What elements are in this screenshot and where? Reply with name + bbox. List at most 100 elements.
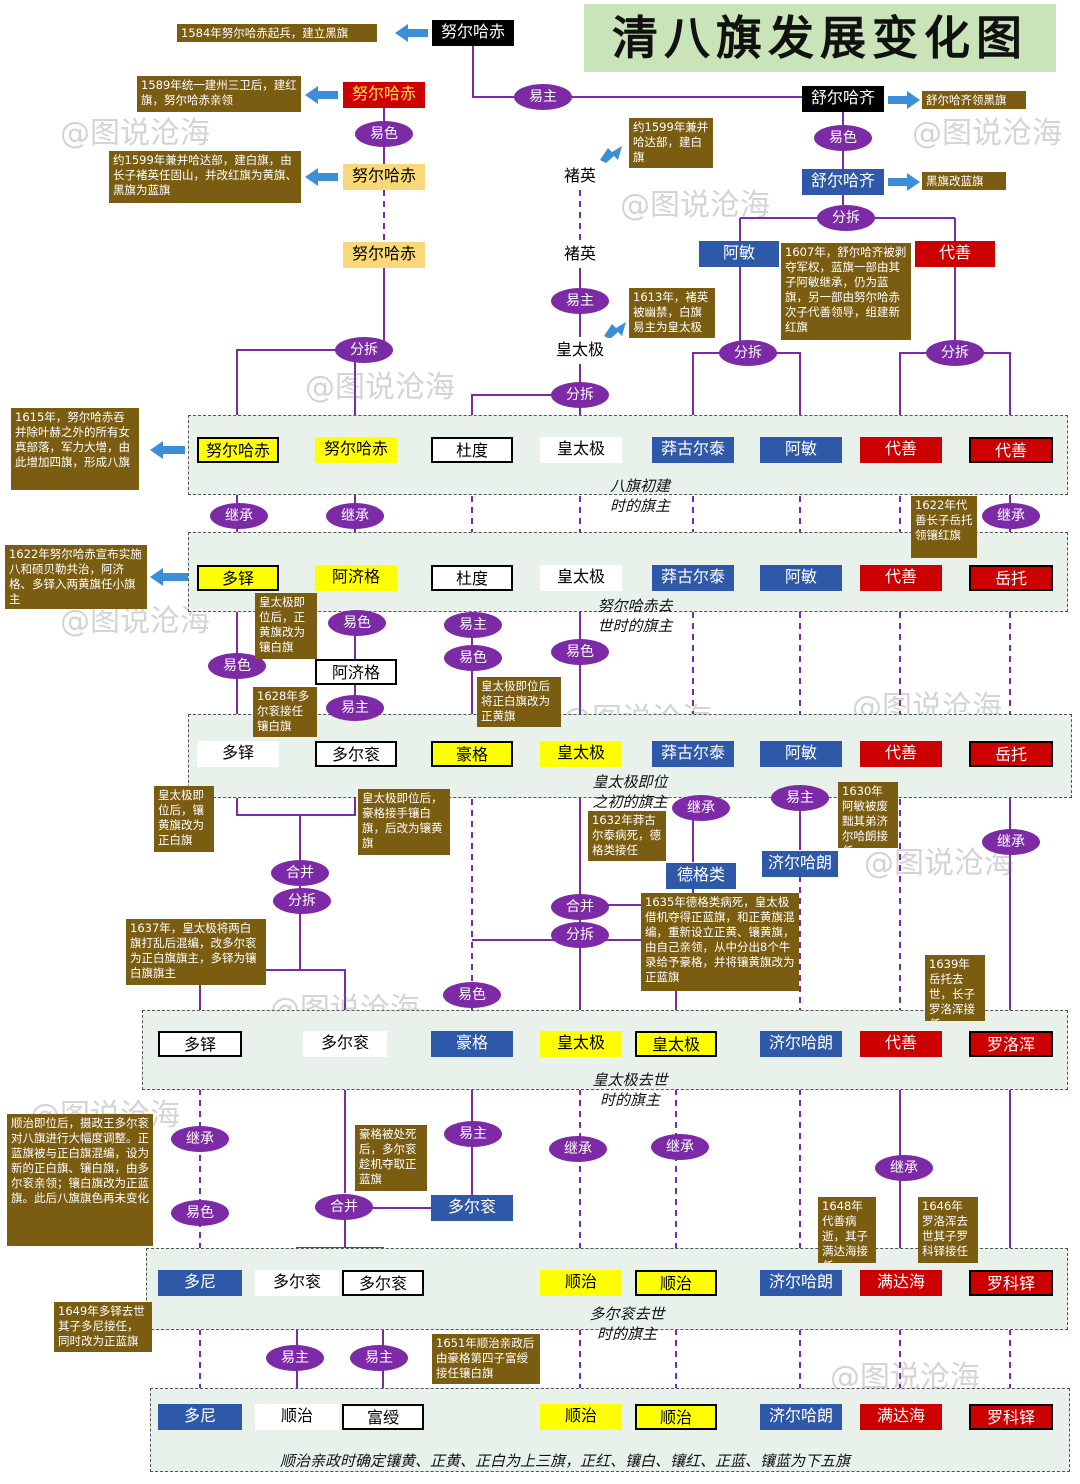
node-r1: 代善 [969,437,1053,463]
node-r2: 皇太极 [540,565,622,591]
oval-yise: 易色 [814,125,872,151]
node-nurhaci: 努尔哈赤 [343,164,425,190]
oval-fenchai: 分拆 [817,205,875,231]
node-shurhaci: 舒尔哈齐 [802,86,884,112]
page-title: 清八旗发展变化图 [584,4,1056,72]
node-r3: 多铎 [197,741,279,767]
watermark: @图说沧海 [60,116,210,151]
oval-fenchai: 分拆 [926,340,984,366]
oval-jicheng: 继承 [875,1155,933,1181]
footer-caption: 顺治亲政时确定镶黄、正黄、正白为上三旗，正红、镶白、镶红、正蓝、镶蓝为下五旗 [279,1452,850,1470]
oval-jicheng: 继承 [672,795,730,821]
oval-fenchai: 分拆 [719,340,777,366]
band-label: 八旗初建 时的旗主 [609,477,670,515]
oval-jicheng: 继承 [549,1136,607,1162]
node-r5: 顺治 [540,1270,622,1296]
oval-yizhu: 易主 [444,612,502,638]
watermark: @图说沧海 [60,604,210,639]
node-r2: 岳托 [969,565,1053,591]
node-r1: 努尔哈赤 [197,437,279,463]
node-r3: 多尔衮 [315,741,397,767]
note-shurhaci-blue: 黑旗改蓝旗 [922,172,1006,190]
oval-jicheng: 继承 [326,503,384,529]
note-1599b: 约1599年兼并哈达部，建白旗 [629,118,713,168]
node-r6: 富绶 [342,1404,424,1430]
node-r2: 多铎 [197,565,279,591]
note-htj-3: 皇太极即位后，镶黄旗改为正白旗 [154,786,214,852]
note-1615: 1615年，努尔哈赤吞并除叶赫之外的所有女真部落，军力大增，由此增加四旗，形成八… [11,408,139,490]
node-daishan: 代善 [915,241,995,267]
node-r2: 杜度 [431,565,513,591]
note-1589: 1589年统一建州三卫后，建红旗，努尔哈赤亲领 [137,76,301,112]
band-row-6 [150,1388,1070,1472]
note-1622a: 1622年代善长子岳托领镶红旗 [911,496,977,558]
watermark: @图说沧海 [305,370,455,405]
watermark: @图说沧海 [620,188,770,223]
node-r1: 莽古尔泰 [652,437,734,463]
node-nurhaci: 努尔哈赤 [432,20,514,46]
node-r5: 满达海 [860,1270,942,1296]
note-shunzhi: 顺治即位后，摄政王多尔衮对八旗进行大幅度调整。正蓝旗被与正白旗混编，设为新的正白… [7,1114,153,1246]
band-label: 皇太极去世 时的旗主 [592,1071,668,1109]
node-r6: 罗科铎 [969,1404,1053,1430]
node-r6: 济尔哈朗 [760,1404,842,1430]
node-nurhaci: 努尔哈赤 [343,82,425,108]
note-1622b: 1622年努尔哈赤宣布实施八和硕贝勒共治，阿济格、多铎入两黄旗任小旗主 [5,545,147,609]
node-r6: 多尼 [158,1404,242,1430]
oval-fenchai: 分拆 [273,888,331,914]
oval-yise: 易色 [551,639,609,665]
node-r4: 代善 [860,1031,942,1057]
node-r2: 代善 [860,565,942,591]
note-1649: 1649年多铎去世其子多尼接任，同时改为正蓝旗 [54,1302,152,1352]
node-r3: 豪格 [431,741,513,767]
oval-fenchai: 分拆 [551,382,609,408]
band-label: 多尔衮去世 时的旗主 [589,1305,665,1343]
oval-fenchai: 分拆 [335,337,393,363]
oval-jicheng: 继承 [982,829,1040,855]
oval-hebing: 合并 [315,1194,373,1220]
node-r5: 济尔哈朗 [760,1270,842,1296]
node-r6: 顺治 [635,1404,717,1430]
oval-yizhu: 易主 [350,1345,408,1371]
node-r3: 岳托 [969,741,1053,767]
oval-jicheng: 继承 [171,1126,229,1152]
node-r2: 阿敏 [760,565,842,591]
watermark: @图说沧海 [864,846,1014,881]
node-r1: 皇太极 [540,437,622,463]
node-jirhalang: 济尔哈朗 [762,851,838,877]
node-huangtaiji: 皇太极 [540,338,620,364]
node-r3: 代善 [860,741,942,767]
note-1630: 1630年阿敏被废黜其弟济尔哈朗接任 [838,782,898,848]
oval-yizhu: 易主 [551,288,609,314]
oval-yise: 易色 [444,645,502,671]
node-r4: 多尔衮 [303,1031,387,1057]
node-r3: 莽古尔泰 [652,741,734,767]
node-r1: 阿敏 [760,437,842,463]
note-1648: 1648年代善病逝，其子满达海接任 [818,1197,876,1263]
oval-jicheng: 继承 [210,503,268,529]
note-1628: 1628年多尔衮接任镶白旗 [253,687,317,737]
oval-yise: 易色 [328,610,386,636]
node-r5: 罗科铎 [969,1270,1053,1296]
node-r4: 豪格 [431,1031,513,1057]
node-r6: 顺治 [540,1404,622,1430]
node-nurhaci: 努尔哈赤 [343,242,425,268]
note-1637: 1637年，皇太极将两白旗打乱后混编，改多尔衮为正白旗旗主，多铎为镶白旗旗主 [126,919,266,985]
node-r2: 阿济格 [315,565,397,591]
note-1584: 1584年努尔哈赤起兵，建立黑旗 [177,24,377,42]
node-r1: 代善 [860,437,942,463]
oval-jicheng: 继承 [982,503,1040,529]
node-amin: 阿敏 [699,241,779,267]
oval-hebing: 合并 [551,894,609,920]
node-r4: 济尔哈朗 [760,1031,842,1057]
node-r6: 满达海 [860,1404,942,1430]
node-r2: 莽古尔泰 [652,565,734,591]
node-r6: 顺治 [255,1404,339,1430]
node-dorgon: 多尔衮 [431,1195,513,1221]
node-r5: 顺治 [635,1270,717,1296]
note-htj-4: 皇太极即位后，豪格接手镶白旗，后改为镶黄旗 [358,789,450,855]
note-htj-1: 皇太极即位后，正黄旗改为镶白旗 [255,593,317,659]
note-haoge: 豪格被处死后，多尔衮趁机夺取正蓝旗 [355,1125,427,1191]
oval-yise: 易色 [443,982,501,1008]
node-r4: 皇太极 [635,1031,717,1057]
